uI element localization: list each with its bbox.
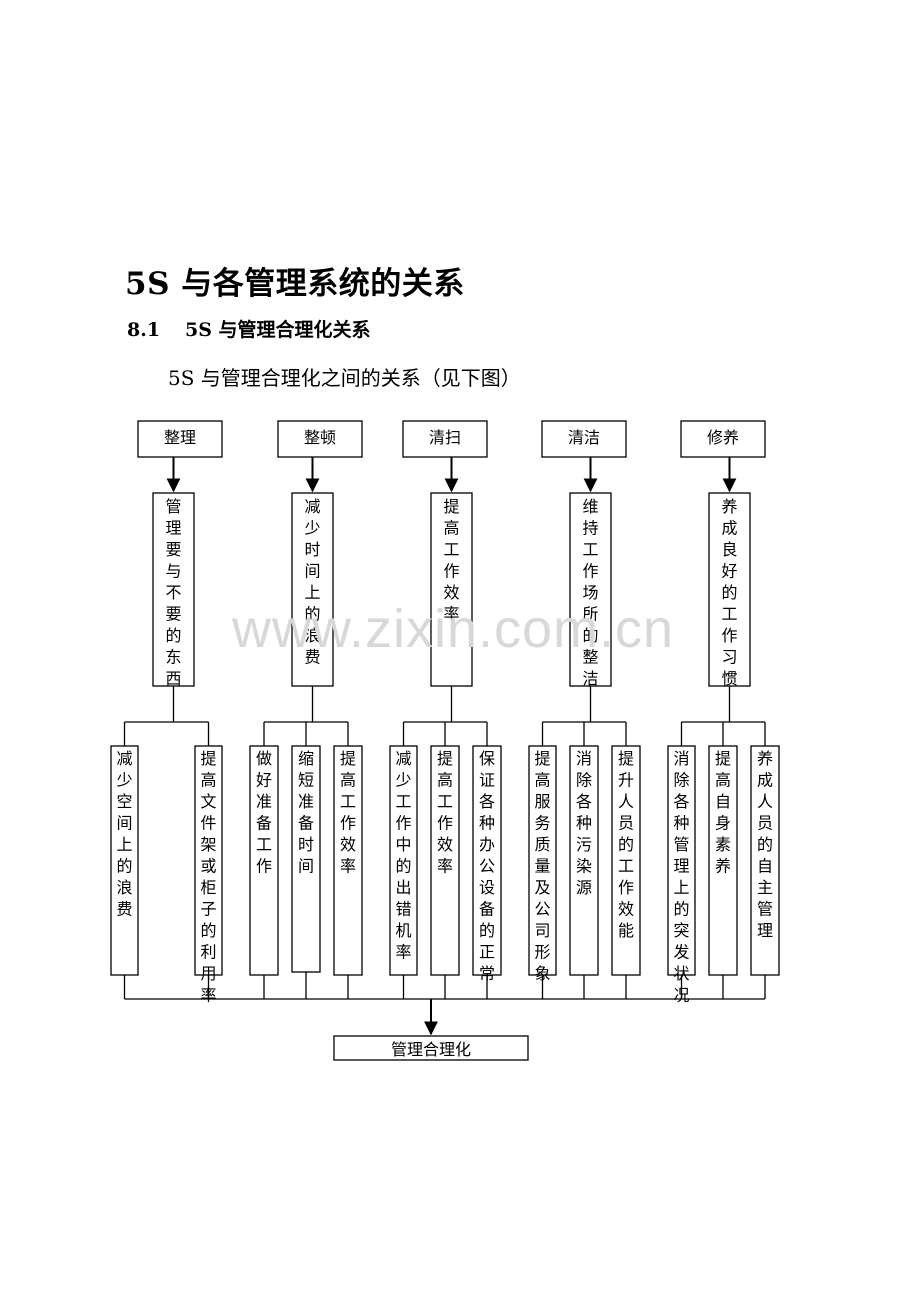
outcome-label: 消除各种管理上的突发状况 <box>673 749 689 1005</box>
outcome-box <box>611 745 641 976</box>
pillar-box-4 <box>541 420 627 458</box>
outcome-label: 缩短准备时间 <box>298 749 314 876</box>
pillar-label: 修养 <box>707 428 739 447</box>
outcome-label: 提升人员的工作效能 <box>618 749 634 940</box>
goal-box-2 <box>291 492 334 687</box>
pillar-label: 整顿 <box>304 428 336 447</box>
outcome-label: 保证各种办公设备的正常 <box>479 749 495 983</box>
goal-label: 减少时间上的浪费 <box>304 497 320 667</box>
goal-label: 养成良好的工作习惯 <box>721 497 737 688</box>
outcome-box <box>333 745 363 976</box>
outcome-label: 消除各种污染源 <box>576 749 592 897</box>
outcome-box <box>472 745 502 976</box>
outcome-box <box>569 745 599 976</box>
outcome-box <box>291 745 321 973</box>
intro-paragraph: 5S 与管理合理化之间的关系（见下图） <box>168 366 521 390</box>
pillar-box-1 <box>137 420 223 458</box>
result-box <box>333 1035 529 1061</box>
section-heading: 8.1 5S 与管理合理化关系 <box>127 315 371 342</box>
goal-box-1 <box>152 492 195 687</box>
outcome-label: 减少空间上的浪费 <box>116 749 132 919</box>
outcome-box <box>708 745 738 976</box>
outcome-label: 提高文件架或柜子的利用率 <box>200 749 216 1005</box>
outcome-label: 提高自身素养 <box>715 749 731 876</box>
outcome-box <box>249 745 279 976</box>
goal-label: 维持工作场所的整洁 <box>582 497 598 688</box>
goal-box-4 <box>569 492 612 687</box>
pillar-box-3 <box>402 420 488 458</box>
pillar-box-5 <box>680 420 766 458</box>
page-heading: 5S 与各管理系统的关系 <box>125 266 465 302</box>
goal-box-3 <box>430 492 473 687</box>
goal-label: 提高工作效率 <box>443 497 459 624</box>
section-title: 5S 与管理合理化关系 <box>185 319 371 341</box>
outcome-label: 提高工作效率 <box>340 749 356 876</box>
outcome-box <box>750 745 780 976</box>
outcome-label: 提高工作效率 <box>437 749 453 876</box>
pillar-label: 清洁 <box>568 428 600 447</box>
outcome-label: 做好准备工作 <box>256 749 272 876</box>
pillar-label: 整理 <box>164 428 196 447</box>
outcome-box <box>528 745 557 976</box>
goal-box-5 <box>708 492 751 687</box>
section-number: 8.1 <box>127 319 161 341</box>
result-label: 管理合理化 <box>391 1040 471 1059</box>
outcome-label: 提高服务质量及公司形象 <box>534 749 550 983</box>
pillar-box-2 <box>277 420 363 458</box>
pillar-label: 清扫 <box>429 428 461 447</box>
outcome-label: 减少工作中的出错机率 <box>395 749 411 962</box>
outcome-label: 养成人员的自主管理 <box>757 749 773 940</box>
goal-label: 管理要与不要的东西 <box>165 497 181 688</box>
outcome-box <box>389 745 418 976</box>
